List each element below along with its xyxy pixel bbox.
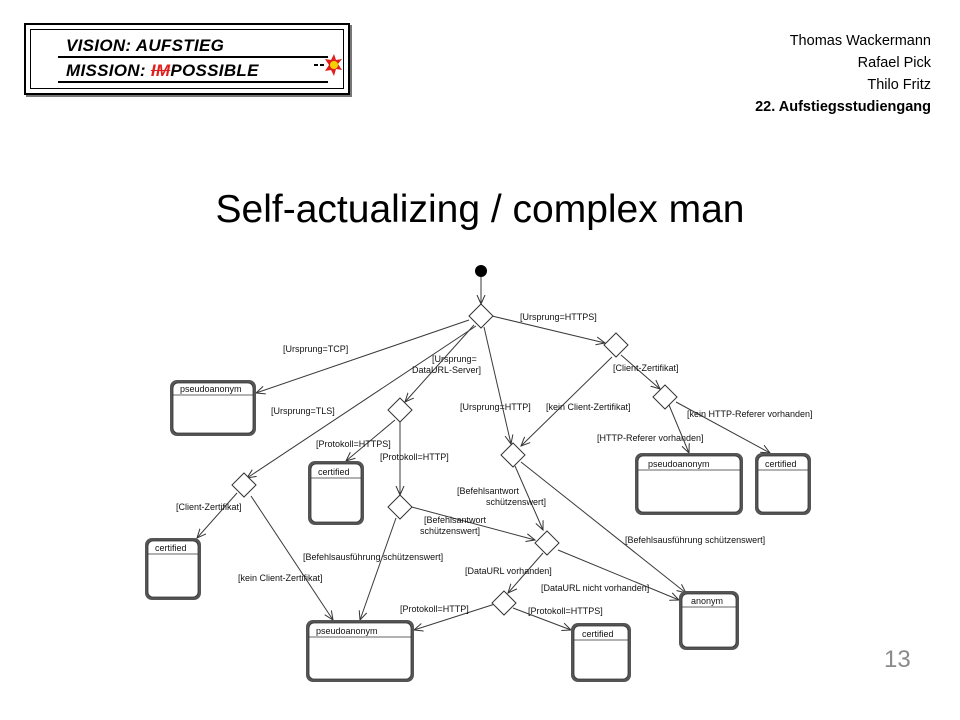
edge-label: [Protokoll=HTTPS] (528, 606, 603, 616)
state-label: pseudoanonym (180, 384, 242, 394)
state-label: pseudoanonym (316, 626, 378, 636)
edge (407, 505, 535, 540)
logo-mission-text: MISSION: IMPOSSIBLE (66, 61, 259, 80)
edge-label: [Ursprung=HTTPS] (520, 312, 597, 322)
edge (668, 404, 689, 453)
edge (256, 319, 470, 393)
edge-labels: [Ursprung=HTTPS] [Ursprung=TCP] [Ursprun… (176, 312, 813, 616)
edge-label: [Client-Zertifikat] (613, 363, 679, 373)
decision-node (231, 472, 257, 498)
edge-label: [Ursprung=HTTP] (460, 402, 531, 412)
edge-label: [HTTP-Referer vorhanden] (597, 433, 704, 443)
state-pseudoanonym: pseudoanonym (170, 380, 256, 436)
edge (483, 326, 511, 444)
state-label: pseudoanonym (648, 459, 710, 469)
edge-label: schützenswert] (486, 497, 546, 507)
edge (620, 354, 660, 389)
author-name: Rafael Pick (857, 55, 931, 71)
edge-label: [Client-Zertifikat] (176, 502, 242, 512)
edge-label: DataURL-Server] (412, 365, 481, 375)
state-certified: certified (571, 623, 631, 682)
start-node (475, 265, 487, 277)
edge-label: [DataURL vorhanden] (465, 566, 552, 576)
author-name: Thilo Fritz (867, 77, 931, 93)
rocket-burst-icon (314, 54, 342, 76)
state-pseudoanonym: pseudoanonym (635, 453, 743, 515)
edge (521, 356, 613, 446)
decision-node (387, 397, 413, 423)
page-number: 13 (884, 646, 911, 673)
edge-label: schützenswert] (420, 526, 480, 536)
decision-node (652, 384, 678, 410)
edge-label: [Befehlsantwort (424, 515, 487, 525)
edge (360, 517, 397, 620)
edge-label: [Ursprung=TLS] (271, 406, 335, 416)
logo-vision-mission: VISION: AUFSTIEG MISSION: IMPOSSIBLE (24, 23, 350, 95)
decision-node (603, 332, 629, 358)
edge (247, 325, 477, 478)
decision-node (491, 590, 517, 616)
edge-label: [Befehlsausführung schützenswert] (625, 535, 765, 545)
edge (520, 461, 686, 593)
edge (405, 324, 475, 402)
edge-label: [Befehlsantwort (457, 486, 520, 496)
logo-rule (58, 81, 328, 83)
logo-vision-text: VISION: AUFSTIEG (66, 36, 225, 55)
edge-label: [DataURL nicht vorhanden] (541, 583, 649, 593)
edge-label: [Ursprung= (432, 354, 477, 364)
edge-label: [kein Client-Zertifikat] (238, 573, 323, 583)
edge-label: [Protokoll=HTTPS] (316, 439, 391, 449)
edge (557, 549, 679, 600)
edge (414, 603, 496, 630)
decision-node (534, 530, 560, 556)
edge (508, 552, 544, 593)
author-list: Thomas Wackermann Rafael Pick Thilo Frit… (755, 30, 931, 118)
state-label: certified (318, 467, 350, 477)
edge (675, 401, 770, 453)
logo-rule (58, 56, 328, 58)
edge-label: [Protokoll=HTTP] (380, 452, 449, 462)
edge-label: [Protokoll=HTTP] (400, 604, 469, 614)
edge (514, 465, 543, 530)
edges (197, 277, 770, 630)
state-certified: certified (308, 461, 364, 525)
decision-node (500, 442, 526, 468)
slide-title: Self-actualizing / complex man (215, 188, 745, 231)
edge-label: [kein Client-Zertifikat] (546, 402, 631, 412)
edge (197, 492, 238, 538)
state-label: certified (582, 629, 614, 639)
state-label: certified (765, 459, 797, 469)
edge (491, 315, 605, 343)
edge (346, 419, 396, 461)
edge-label: [Befehlsausführung schützenswert] (303, 552, 443, 562)
state-anonym: anonym (679, 591, 739, 650)
edge-label: [kein HTTP-Referer vorhanden] (687, 409, 813, 419)
state-certified: certified (145, 538, 201, 600)
edge-label: [Ursprung=TCP] (283, 344, 348, 354)
edge (512, 607, 571, 630)
state-certified: certified (755, 453, 811, 515)
state-label: certified (155, 543, 187, 553)
author-name: Thomas Wackermann (789, 33, 931, 49)
program-name: 22. Aufstiegsstudiengang (755, 99, 931, 115)
decision-node (468, 303, 494, 329)
state-label: anonym (691, 596, 723, 606)
state-pseudoanonym: pseudoanonym (306, 620, 414, 682)
decision-node (387, 494, 413, 520)
decision-nodes (231, 303, 678, 616)
edge (250, 495, 333, 620)
